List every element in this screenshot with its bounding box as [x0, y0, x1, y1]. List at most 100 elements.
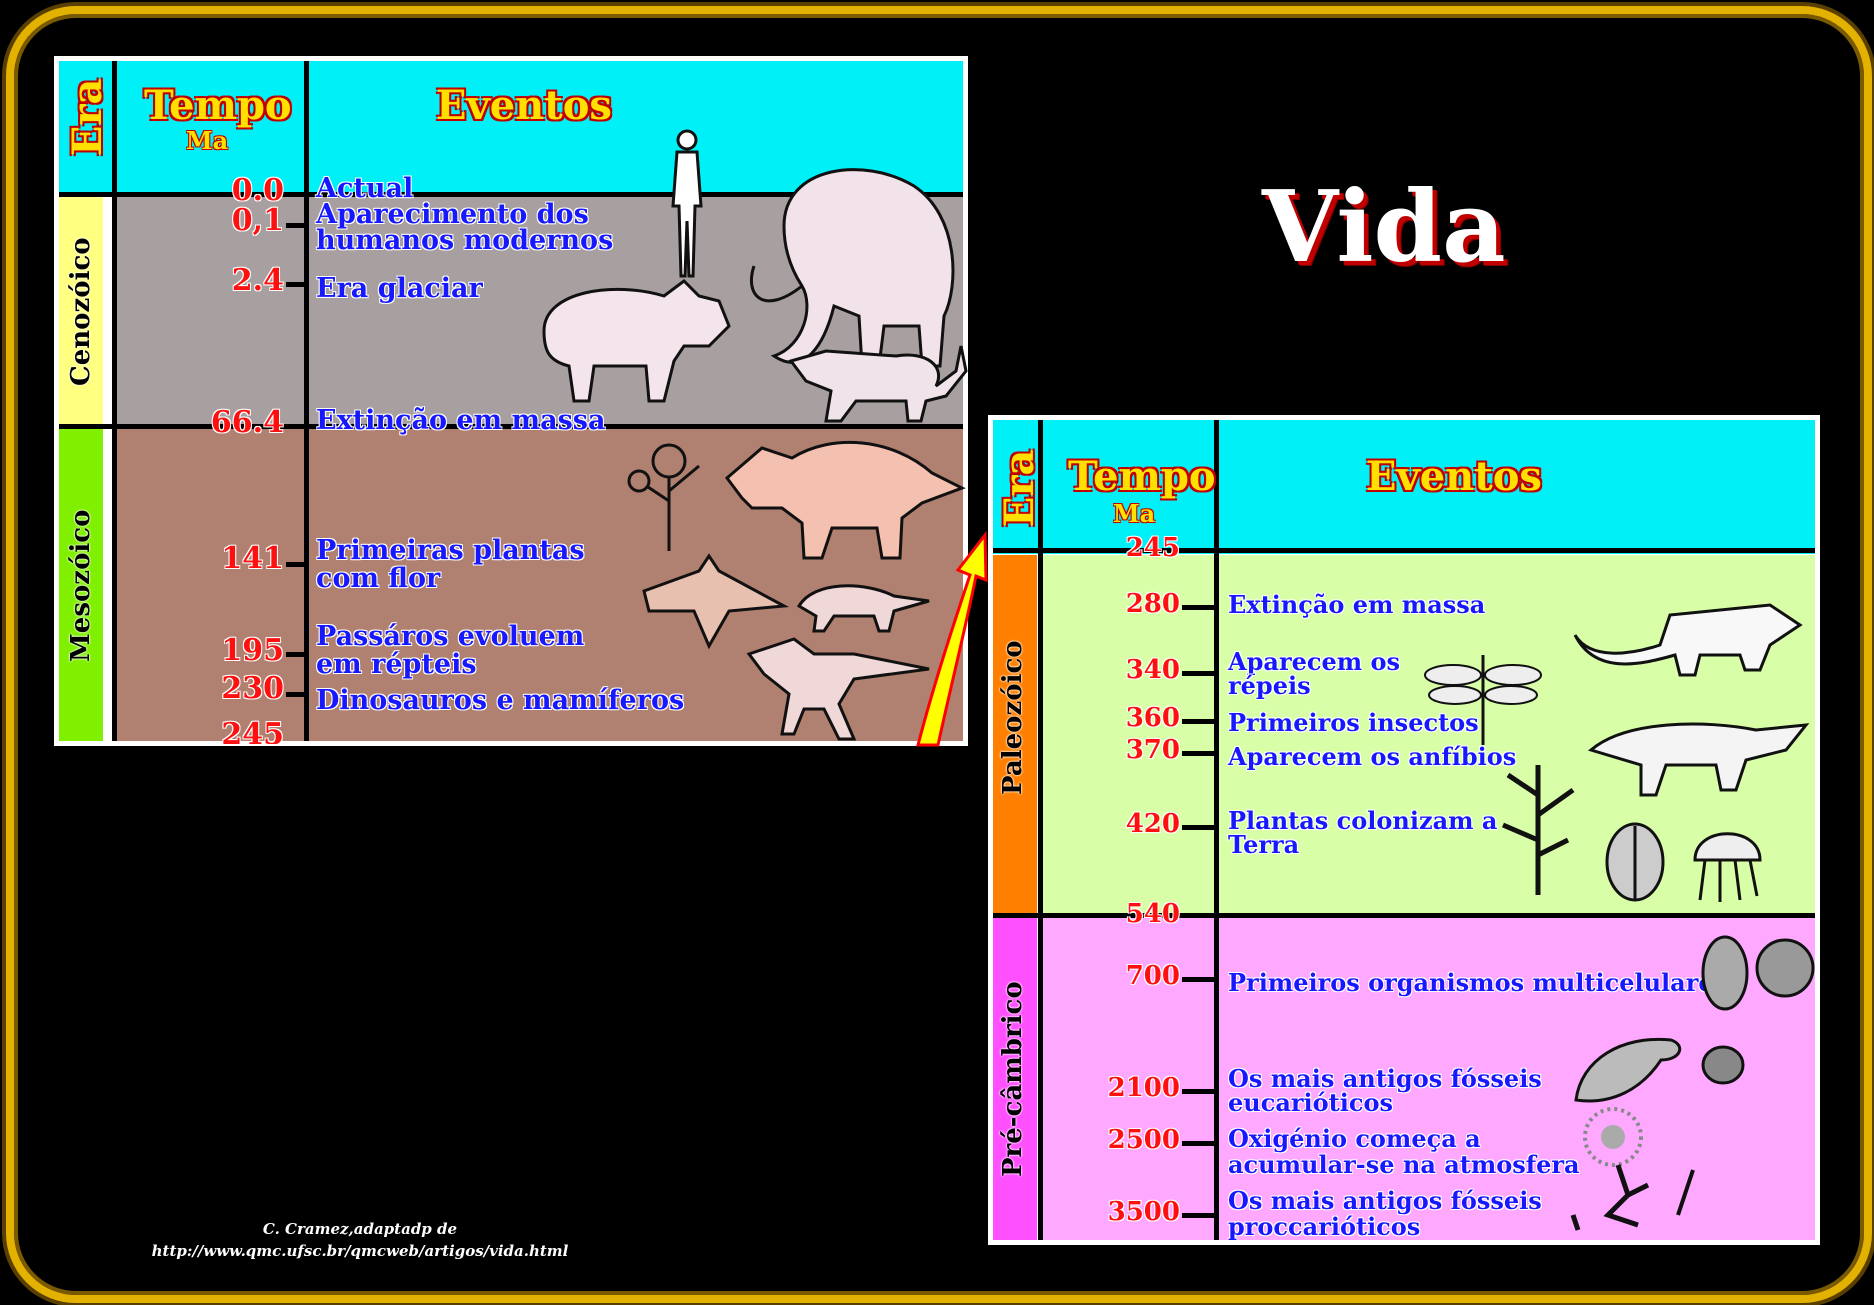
- event-label: Aparecem os anfíbios: [1228, 742, 1517, 771]
- time-tick: [286, 192, 308, 197]
- bird-icon: [642, 553, 790, 650]
- event-label: Aparecimento dos: [316, 199, 589, 230]
- era-mesozoico: Mesozóico: [66, 509, 96, 662]
- divider-era: [1038, 420, 1043, 1240]
- divider-era: [112, 61, 117, 741]
- event-label: Os mais antigos fósseis: [1228, 1186, 1542, 1215]
- event-label: acumular-se na atmosfera: [1228, 1150, 1580, 1179]
- connector-arrow-icon: [916, 530, 988, 747]
- time-tick: [1182, 1141, 1216, 1146]
- event-label: eucarióticos: [1228, 1088, 1393, 1117]
- time-tick: [286, 652, 308, 657]
- event-label: Primeiros organismos multicelulares: [1228, 968, 1728, 997]
- time-label: 195: [221, 633, 284, 668]
- time-tick: [1182, 719, 1216, 724]
- time-label: 2500: [1107, 1125, 1180, 1155]
- era-precambrico: Pré-câmbrico: [998, 981, 1028, 1177]
- time-tick: [1182, 825, 1216, 830]
- time-tick: [1182, 751, 1216, 756]
- event-label: Extinção em massa: [316, 405, 606, 436]
- era-paleozoico: Paleozóico: [998, 640, 1028, 795]
- era-header: Era: [64, 78, 111, 156]
- event-label: répeis: [1228, 671, 1311, 700]
- event-label: Passáros evoluem: [316, 621, 585, 652]
- tempo-header: Tempo: [1068, 453, 1216, 500]
- event-label: Extinção em massa: [1228, 590, 1486, 619]
- time-tick: [1182, 1089, 1216, 1094]
- header-band: [993, 420, 1815, 554]
- triceratops-icon: [724, 440, 966, 560]
- time-label: 245: [221, 720, 284, 744]
- timeline-panel-paleozoic-precambrian: Era Tempo Ma Eventos Paleozóico Pré-câmb…: [988, 415, 1820, 1245]
- eukaryote-icon: [1701, 1045, 1745, 1085]
- time-label: 2100: [1107, 1073, 1180, 1103]
- time-label: 2.4: [231, 263, 284, 298]
- slide-title: Vida: [1262, 170, 1506, 285]
- event-label: Actual: [316, 173, 414, 204]
- time-label: 370: [1125, 735, 1180, 765]
- human-icon: [671, 129, 703, 278]
- event-label: Primeiras plantas: [316, 535, 585, 566]
- trilobite-icon: [1605, 822, 1665, 902]
- reptile-icon: [1573, 603, 1803, 677]
- tempo-unit: Ma: [186, 126, 229, 155]
- time-label: 66.4: [210, 405, 284, 440]
- eventos-header: Eventos: [1366, 453, 1542, 500]
- event-label: Aparecem os: [1228, 647, 1401, 676]
- dragonfly-icon: [1424, 655, 1542, 745]
- era-cenozoico: Cenozóico: [66, 237, 96, 386]
- colony-icon: [1583, 1107, 1643, 1167]
- event-label: humanos modernos: [316, 225, 614, 256]
- event-label: Plantas colonizam a: [1228, 806, 1498, 835]
- era-header: Era: [996, 449, 1043, 527]
- event-label: proccarióticos: [1228, 1212, 1421, 1241]
- tyrannosaurus-icon: [746, 637, 930, 741]
- divider-era-boundary: [59, 424, 963, 429]
- time-label: 360: [1125, 703, 1180, 733]
- event-label: com flor: [316, 563, 441, 594]
- time-label: 420: [1125, 809, 1180, 839]
- event-label: Oxigénio começa a: [1228, 1124, 1481, 1153]
- flower-icon: [627, 443, 700, 551]
- mesozoico-bar: [59, 426, 103, 741]
- paleozoico-bar: [993, 555, 1037, 915]
- time-tick: [1182, 977, 1216, 982]
- time-label: 540: [1125, 899, 1180, 929]
- time-tick: [286, 223, 308, 228]
- tempo-header: Tempo: [144, 82, 292, 129]
- eventos-header: Eventos: [436, 82, 612, 129]
- time-label: 280: [1125, 589, 1180, 619]
- cell-icon: [1701, 935, 1815, 1011]
- tiger-icon: [788, 345, 968, 423]
- time-label: 0,1: [231, 203, 284, 238]
- mammal-icon: [796, 584, 930, 633]
- time-tick: [1182, 605, 1216, 610]
- time-label: 141: [221, 541, 284, 576]
- time-tick: [286, 282, 308, 287]
- divider-time: [304, 61, 309, 741]
- event-label: Primeiros insectos: [1228, 708, 1479, 737]
- event-label: Era glaciar: [316, 273, 483, 304]
- divider-header: [993, 548, 1815, 553]
- credit-source: http://www.qmc.ufsc.br/qmcweb/artigos/vi…: [151, 1242, 569, 1260]
- time-label: 0.0: [231, 173, 284, 208]
- header-band: [59, 61, 963, 196]
- microbe-icon: [1574, 1037, 1682, 1103]
- event-label: Dinosauros e mamíferos: [316, 685, 685, 716]
- timeline-panel-cenozoic-mesozoic: Era Tempo Ma Eventos Cenozóico Mesozóico…: [54, 56, 968, 746]
- cenozoico-bar: [59, 196, 103, 426]
- amphibian-icon: [1587, 722, 1810, 797]
- time-tick: [286, 562, 308, 567]
- time-label: 230: [221, 671, 284, 706]
- tempo-unit: Ma: [1113, 499, 1156, 528]
- event-label: Os mais antigos fósseis: [1228, 1064, 1542, 1093]
- time-label: 700: [1125, 961, 1180, 991]
- precambrico-bar: [993, 915, 1037, 1240]
- jellyfish-icon: [1693, 832, 1762, 902]
- divider-time: [1214, 420, 1219, 1240]
- credit: C. Cramez,adaptadp de http://www.qmc.ufs…: [140, 1218, 580, 1262]
- divider-era-boundary: [993, 913, 1815, 918]
- credit-author: C. Cramez,adaptadp de: [262, 1220, 458, 1238]
- time-label: 340: [1125, 655, 1180, 685]
- plant-icon: [1502, 765, 1575, 895]
